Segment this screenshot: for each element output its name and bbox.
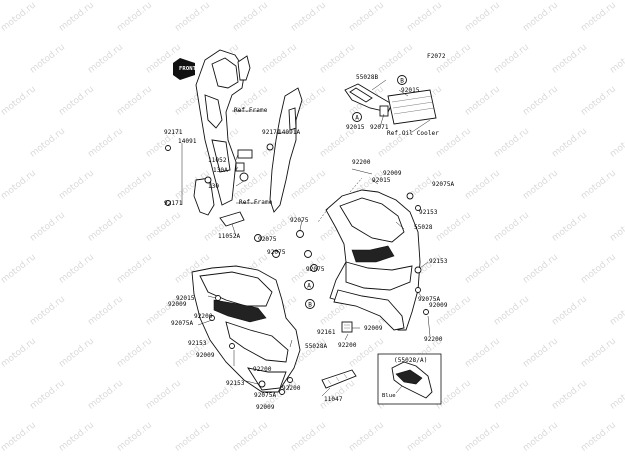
- label-14091a: 14091A: [278, 129, 301, 136]
- label-92075-c: 92075: [267, 249, 286, 256]
- label-92171-right: 92171: [262, 129, 281, 136]
- diagram-code: F2072: [427, 53, 446, 60]
- label-92200-d: 92200: [338, 342, 357, 349]
- oil-cooler-bracket-part: [344, 83, 393, 113]
- frame-bracket-14091a-part: [269, 87, 303, 213]
- leader-lines: [181, 79, 431, 397]
- label-11047: 11047: [324, 396, 343, 403]
- upper-cowl-55028-part: [317, 177, 421, 331]
- label-92075-d: 92075: [306, 266, 325, 273]
- label-92153-d: 92153: [226, 380, 245, 387]
- label-92200-f: 92200: [282, 385, 301, 392]
- label-92009-d: 92009: [196, 352, 215, 359]
- label-92075-b: 92075: [290, 217, 309, 224]
- label-92009-f: 92009: [256, 404, 275, 411]
- label-130a: 130A: [213, 167, 228, 174]
- label-92200-a: 92200: [352, 159, 371, 166]
- marker-b2-icon: B: [305, 299, 315, 309]
- label-92075a-a: 92075A: [432, 181, 455, 188]
- label-92075-a: 92075: [258, 236, 277, 243]
- label-14091: 14091: [178, 138, 197, 145]
- label-130: 130: [208, 183, 220, 190]
- marker-a2-icon: A: [304, 280, 314, 290]
- marker-a-icon: A: [352, 112, 362, 122]
- grommet-parts: [209, 192, 429, 395]
- svg-text:A: A: [307, 283, 311, 290]
- svg-text:A: A: [355, 115, 359, 122]
- marker-b-icon: B: [397, 75, 407, 85]
- label-92075a-c: 92075A: [171, 320, 194, 327]
- front-arrow-icon: [173, 58, 195, 80]
- label-11052: 11052: [208, 157, 227, 164]
- label-92171-left: 92171: [164, 129, 183, 136]
- front-arrow-label: FRONT: [179, 66, 197, 72]
- label-92075a-b: 92075A: [418, 296, 441, 303]
- label-ref-frame-lower: Ref.Frame: [239, 199, 273, 206]
- label-92009-c: 92009: [168, 301, 187, 308]
- label-92015-c: 92015: [372, 177, 391, 184]
- label-92200-e: 92200: [253, 366, 272, 373]
- inset-title: (55028/A): [394, 357, 428, 364]
- label-ref-oil-cooler: Ref.Oil Cooler: [387, 130, 439, 137]
- label-92009-b: 92009: [429, 302, 448, 309]
- label-92075a-d: 92075A: [254, 392, 277, 399]
- frame-bracket-part: [193, 49, 251, 216]
- label-92015-d: 92015: [176, 295, 195, 302]
- label-55028b: 55028B: [356, 74, 379, 81]
- label-92171-lower: 92171: [164, 200, 183, 207]
- label-92009-a: 92009: [383, 170, 402, 177]
- damper-92161-part: [341, 321, 353, 333]
- label-92015-b: 92015: [401, 87, 420, 94]
- label-55028a: 55028A: [305, 343, 328, 350]
- label-ref-frame-upper: Ref.Frame: [234, 107, 268, 114]
- label-92153-a: 92153: [419, 209, 438, 216]
- inset-box: [377, 353, 442, 405]
- label-11052a: 11052A: [218, 233, 241, 240]
- label-92200-b: 92200: [424, 336, 443, 343]
- oil-cooler-part: [379, 89, 437, 125]
- label-92161: 92161: [317, 329, 336, 336]
- fastener-parts: [165, 143, 274, 242]
- label-55028: 55028: [414, 224, 433, 231]
- svg-text:B: B: [308, 302, 312, 309]
- inset-color-label: Blue: [382, 393, 396, 399]
- lower-cowl-55028a-part: [191, 265, 301, 393]
- label-92071: 92071: [370, 124, 389, 131]
- label-92200-c: 92200: [194, 313, 213, 320]
- label-92153-b: 92153: [429, 258, 448, 265]
- label-92015-a: 92015: [346, 124, 365, 131]
- label-92153-c: 92153: [188, 340, 207, 347]
- label-92009-e: 92009: [364, 325, 383, 332]
- bracket-11047-part: [321, 369, 357, 389]
- svg-text:B: B: [400, 78, 404, 85]
